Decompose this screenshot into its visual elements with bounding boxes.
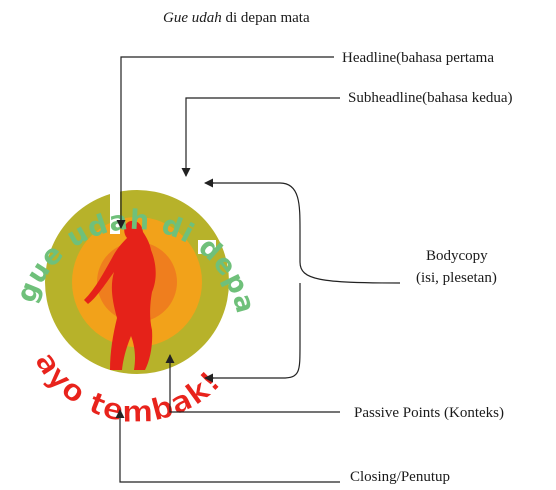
caption-italic: Gue udah [163,10,222,26]
bodycopy-sublabel: (isi, plesetan) [416,270,497,286]
closing-label: Closing/Penutup [350,469,450,485]
caption: Gue udah di depan mata [163,10,310,26]
ad-logo: gue udah di depan elo. ayo tembak! [0,0,260,430]
bodycopy-label: Bodycopy [426,248,488,264]
headline-label: Headline(bahasa pertama [342,50,494,66]
subheadline-label: Subheadline(bahasa kedua) [348,90,513,106]
headline-arrow [116,56,334,229]
ring-gap-top [110,184,120,234]
woman-silhouette [84,220,156,370]
subheadline-arrow [181,97,340,177]
passive-points-label: Passive Points (Konteks) [354,405,504,421]
passive-points-arrow [165,354,340,413]
caption-rest: di depan mata [222,10,310,26]
bodycopy-brace [212,182,401,379]
closing-arrow [115,409,340,483]
ring-gap-right [198,240,216,254]
